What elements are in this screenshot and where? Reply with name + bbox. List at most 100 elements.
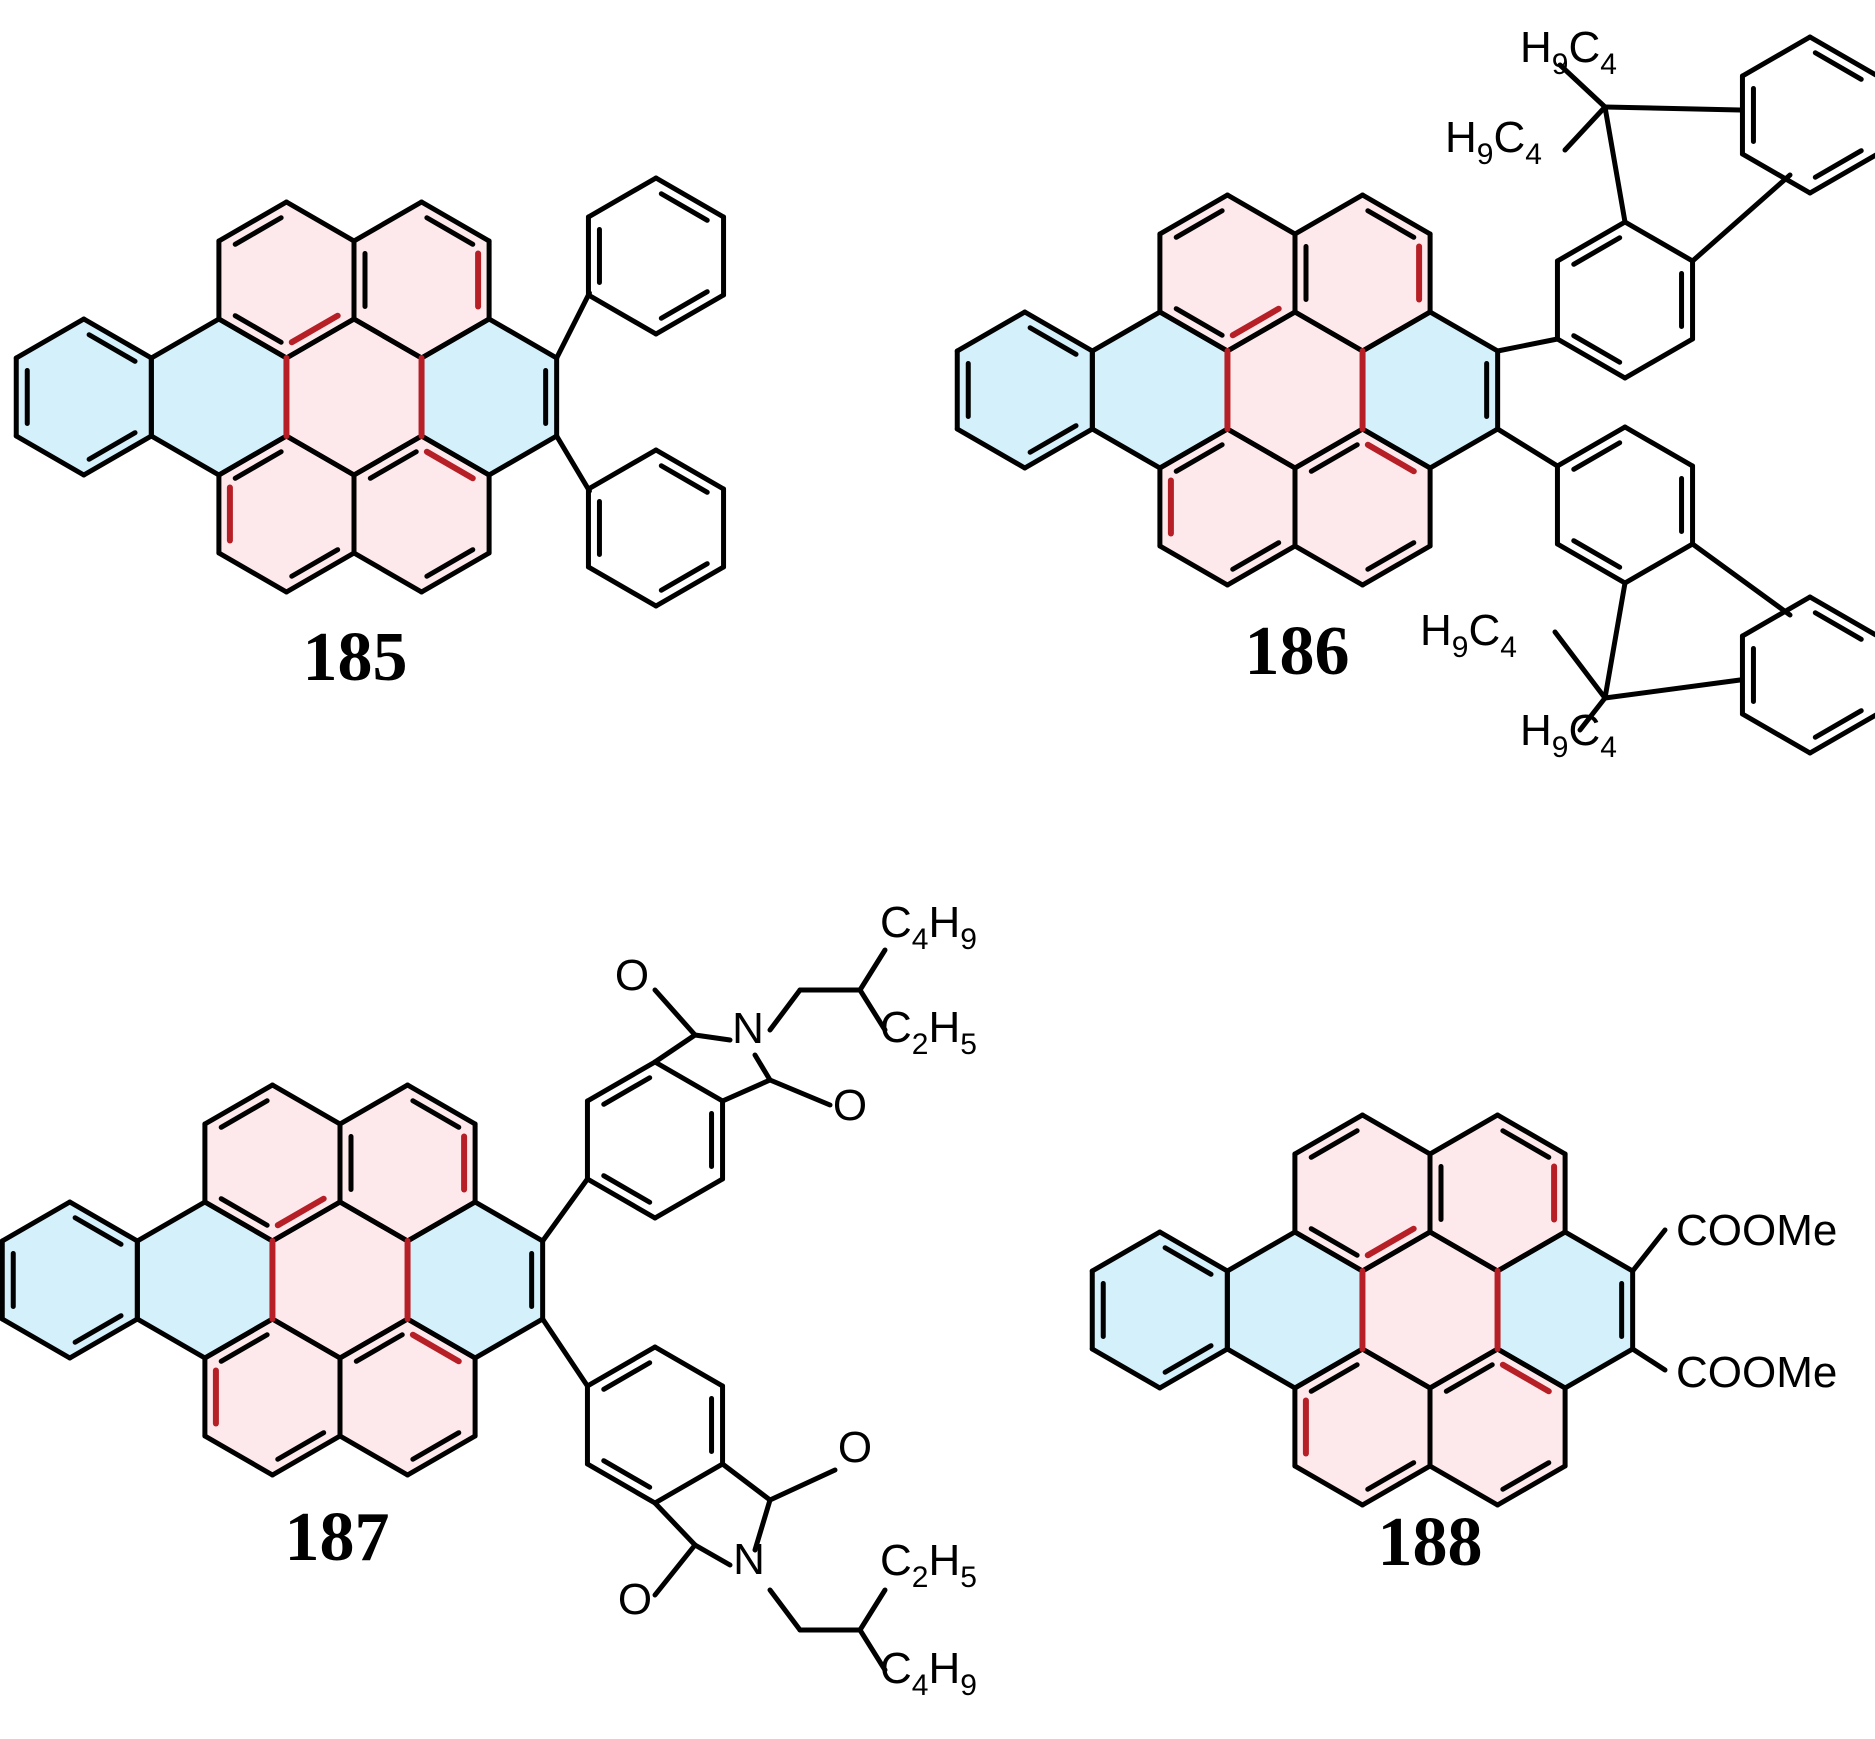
compound-number-186: 186 [1245, 613, 1350, 690]
bond [652, 1176, 726, 1221]
bond [81, 433, 154, 478]
bond [1089, 309, 1163, 354]
double-bond [275, 1430, 327, 1462]
bond [1224, 192, 1298, 237]
bond [584, 1176, 658, 1221]
bond [1157, 543, 1230, 588]
bond [1577, 695, 1608, 733]
bond [216, 199, 289, 244]
ethyl-label: C2H5 [880, 1003, 977, 1061]
compound-number-187: 187 [285, 1499, 390, 1576]
bond [1224, 309, 1298, 354]
double-bond [1173, 306, 1225, 338]
butyl-label: H9C4 [1420, 606, 1517, 664]
bond [954, 309, 1028, 354]
bond [1427, 1229, 1501, 1274]
double-bond [1571, 440, 1623, 472]
bond [337, 1082, 411, 1127]
bond [67, 1199, 140, 1244]
ring-fill [1295, 195, 1431, 351]
oxygen-label: O [838, 1423, 872, 1472]
double-bond [601, 1458, 653, 1490]
bond [202, 1433, 275, 1478]
bond [1360, 543, 1433, 588]
bond [857, 987, 888, 1033]
double-bond [1027, 325, 1079, 357]
bond [1359, 1463, 1433, 1508]
bond [283, 316, 357, 361]
bond [720, 1077, 773, 1104]
bond [767, 1467, 838, 1503]
ring-fill [340, 1085, 476, 1241]
bond [1554, 424, 1628, 469]
ring-fill [2, 1202, 138, 1358]
double-bond [658, 289, 710, 321]
double-bond [72, 1313, 124, 1345]
bond [954, 426, 1028, 471]
bond [767, 1587, 803, 1633]
ring-fill [204, 1319, 340, 1475]
bond [1690, 172, 1793, 264]
ring-fill [957, 312, 1093, 468]
bond [692, 1542, 733, 1568]
bond [486, 316, 560, 361]
ring-fill [218, 436, 354, 592]
bond [1602, 104, 1743, 113]
bond [216, 316, 289, 361]
bond [1427, 1112, 1501, 1157]
bond [405, 1316, 478, 1361]
bond [1807, 594, 1875, 638]
ring-fill [218, 202, 354, 358]
bond [202, 1316, 275, 1361]
bond [1292, 1229, 1365, 1274]
compound-number-185: 185 [303, 619, 408, 696]
double-bond [367, 449, 419, 481]
bond [1360, 426, 1433, 471]
bond [540, 1176, 590, 1244]
double-bond [1812, 148, 1864, 180]
double-bond [1571, 538, 1623, 570]
bond [585, 292, 659, 337]
highlight-bond [409, 1331, 462, 1365]
bond [752, 1497, 773, 1553]
ring-fill [407, 1202, 543, 1358]
bond [67, 1316, 140, 1361]
bond [202, 1082, 275, 1127]
bond [1224, 1346, 1298, 1391]
ring-fill [1294, 1115, 1430, 1271]
ring-fill [151, 319, 287, 475]
double-bond [1162, 1245, 1214, 1277]
oxygen-label: O [618, 1575, 652, 1624]
ring-fill [1159, 429, 1295, 585]
double-bond [1500, 1128, 1552, 1160]
bond [1807, 34, 1875, 78]
bond [1427, 1346, 1501, 1391]
ring-fill [421, 319, 557, 475]
bond [767, 1077, 833, 1108]
ring-fill [1497, 1232, 1633, 1388]
compound-185-structure [13, 175, 727, 609]
bond [1292, 309, 1366, 354]
ring-fill [1295, 429, 1431, 585]
double-bond [1365, 1460, 1417, 1492]
double-bond [218, 1098, 270, 1130]
bond [405, 1433, 478, 1478]
ring-fill [340, 1319, 476, 1475]
bond [857, 1587, 888, 1633]
bond [1157, 1229, 1230, 1274]
bond [1089, 426, 1163, 471]
ring-fill [1227, 312, 1363, 468]
double-bond [410, 1098, 462, 1130]
nitrogen-label: N [733, 1535, 765, 1584]
bond [1022, 309, 1095, 354]
bond [1739, 711, 1813, 756]
double-bond [601, 1360, 653, 1392]
double-bond [410, 1430, 462, 1462]
bond [13, 433, 87, 478]
bond [1427, 309, 1501, 354]
double-bond [1173, 208, 1225, 240]
bond [1690, 541, 1793, 618]
double-bond [232, 449, 284, 481]
bond [269, 1316, 343, 1361]
